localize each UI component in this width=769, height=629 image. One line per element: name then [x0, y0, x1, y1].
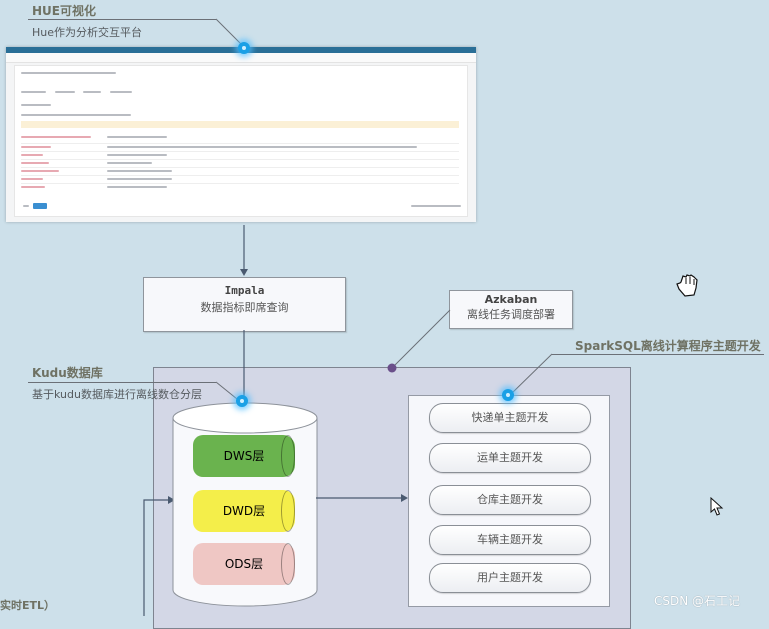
azkaban-subtitle: 离线任务调度部署	[467, 308, 555, 321]
layer-dws: DWS层	[193, 435, 295, 477]
sparksql-callout-diagonal	[509, 353, 553, 396]
hand-cursor-icon	[676, 274, 698, 297]
sparksql-callout-line	[552, 354, 764, 355]
impala-subtitle: 数据指标即席查询	[200, 301, 289, 314]
hue-screenshot	[6, 47, 476, 222]
arrow-cursor-icon	[710, 497, 724, 516]
hue-title: HUE可视化	[32, 4, 96, 18]
kudu-subtitle: 基于kudu数据库进行离线数仓分层	[32, 388, 202, 401]
arrow-hue-to-impala	[240, 225, 248, 276]
etl-input-arrow	[143, 496, 175, 616]
impala-title: Impala	[224, 284, 265, 297]
sparksql-title: SparkSQL离线计算程序主题开发	[575, 339, 761, 353]
azkaban-node: Azkaban 离线任务调度部署	[449, 290, 573, 329]
watermark: CSDN @石工记	[654, 594, 741, 608]
topic-waybill: 运单主题开发	[429, 443, 591, 473]
etl-label: 实时ETL）	[0, 599, 56, 612]
azkaban-connector	[387, 309, 451, 373]
topic-vehicle: 车辆主题开发	[429, 525, 591, 555]
topic-user: 用户主题开发	[429, 563, 591, 593]
topic-express-order: 快递单主题开发	[429, 403, 591, 433]
layer-dwd-label: DWD层	[222, 504, 266, 518]
topic-warehouse: 仓库主题开发	[429, 485, 591, 515]
sparksql-connector-dot	[502, 389, 514, 401]
kudu-connector-dot	[236, 395, 248, 407]
impala-node: Impala 数据指标即席查询	[143, 277, 346, 332]
impala-to-kudu-line	[243, 330, 245, 402]
kudu-callout-line	[28, 382, 216, 383]
topics-panel: 快递单主题开发 运单主题开发 仓库主题开发 车辆主题开发 用户主题开发	[408, 395, 610, 607]
azkaban-title: Azkaban	[484, 293, 538, 306]
hue-connector-dot	[238, 42, 250, 54]
hue-blue-button	[33, 203, 47, 209]
layer-dwd: DWD层	[193, 490, 295, 532]
kudu-title: Kudu数据库	[32, 366, 103, 380]
hue-panel	[14, 65, 468, 217]
arrow-kudu-to-topics	[316, 494, 408, 502]
layer-ods: ODS层	[193, 543, 295, 585]
layer-dws-label: DWS层	[223, 449, 265, 463]
hue-nav	[6, 53, 476, 63]
hue-callout-diagonal	[215, 18, 244, 47]
hue-callout-line	[28, 19, 216, 20]
layer-ods-label: ODS层	[224, 557, 264, 571]
hue-subtitle: Hue作为分析交互平台	[32, 26, 143, 39]
